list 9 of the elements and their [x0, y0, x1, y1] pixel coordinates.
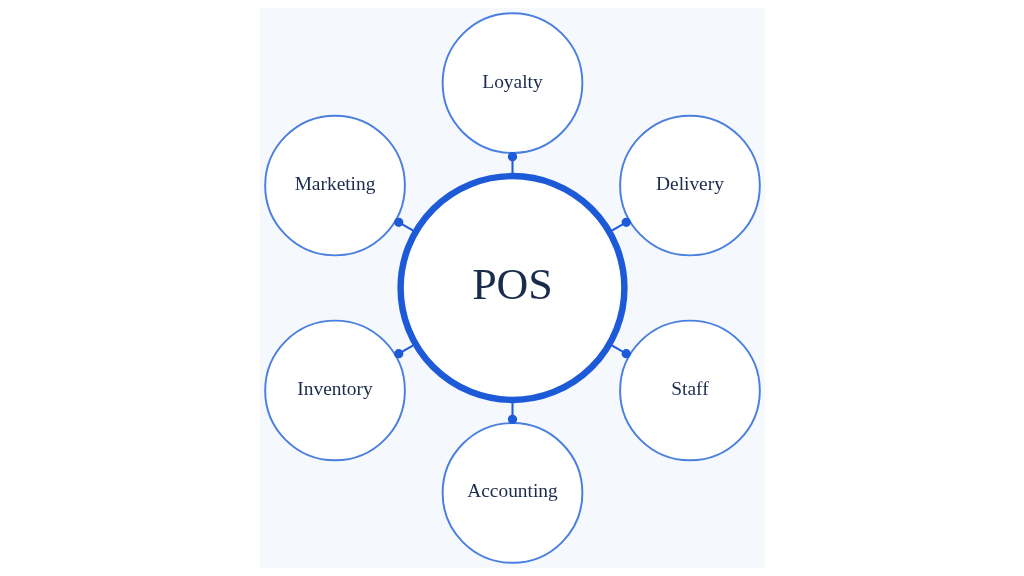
node-circle: Loyalty [441, 12, 583, 154]
node-circle: POS [396, 172, 628, 404]
connector [507, 400, 517, 424]
node-circle: Accounting [441, 422, 583, 564]
connector [393, 343, 416, 359]
connector [608, 217, 631, 233]
connector [393, 217, 416, 233]
connector [608, 343, 631, 359]
connector [507, 152, 517, 176]
